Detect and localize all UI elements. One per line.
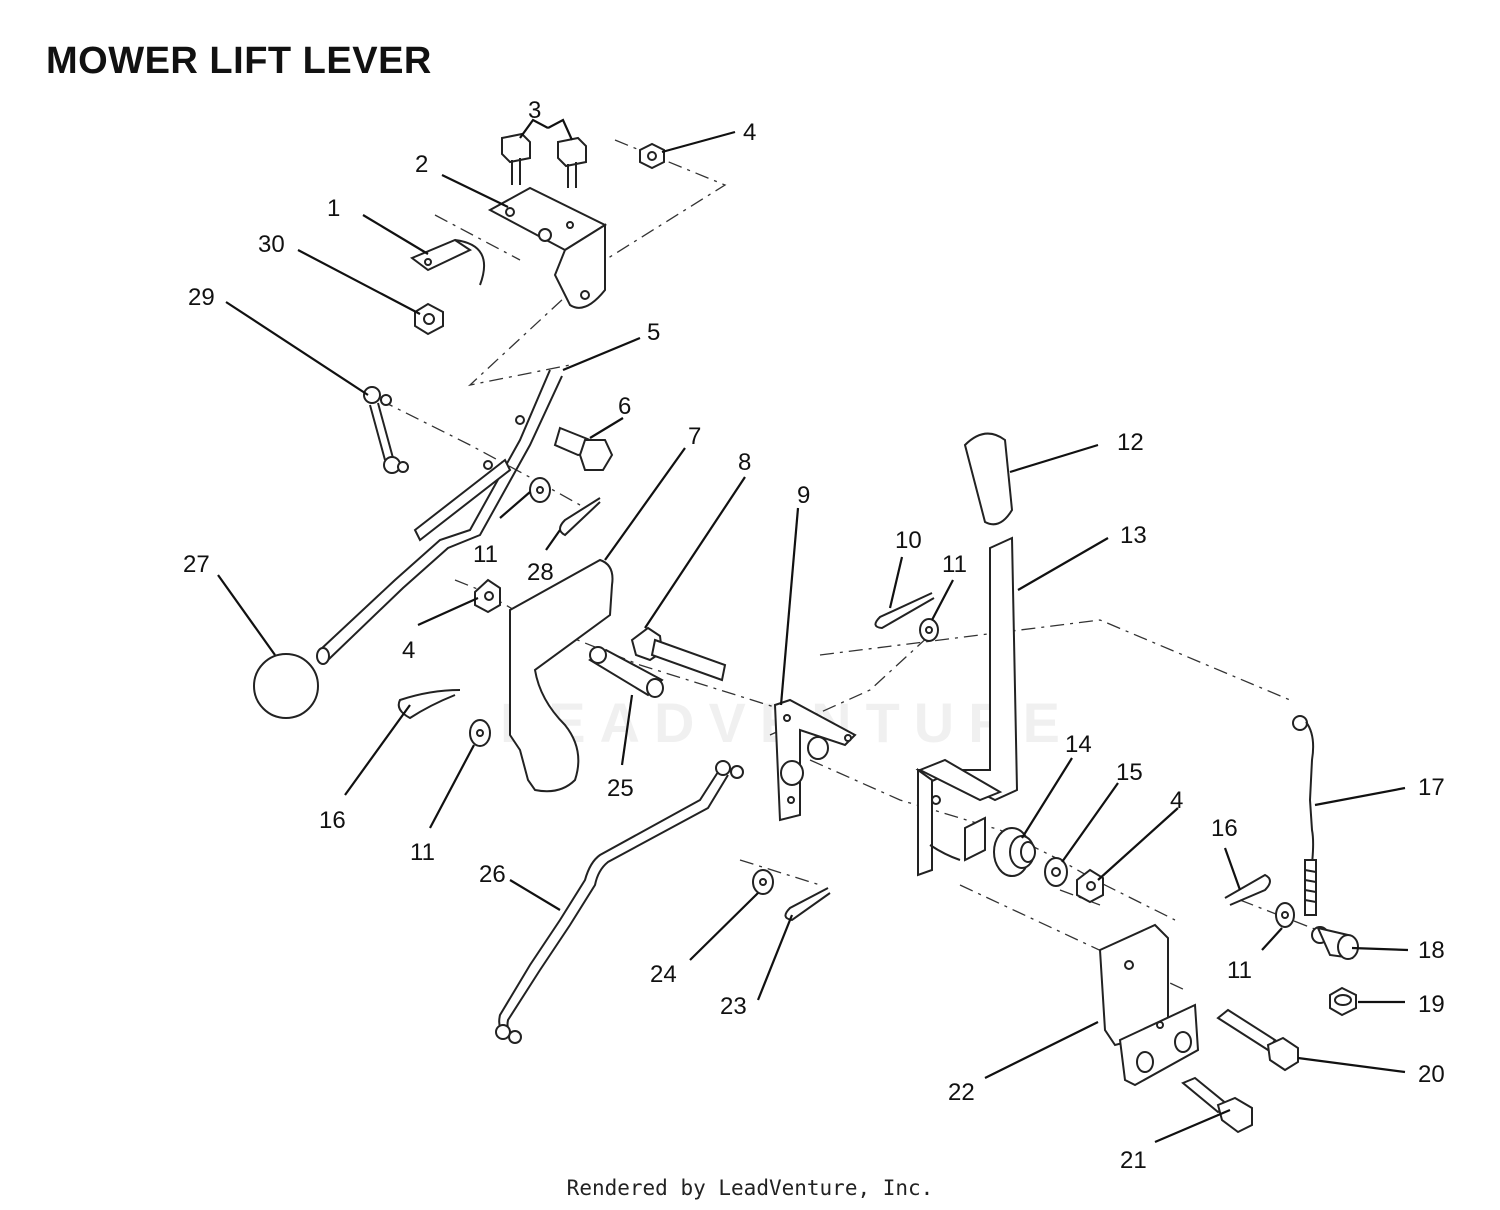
callout-9: 9 — [797, 482, 810, 509]
callout-4: 4 — [743, 119, 756, 146]
callout-17: 17 — [1418, 774, 1445, 801]
part-29-link — [363, 386, 409, 474]
callout-20: 20 — [1418, 1061, 1445, 1088]
callout-4-b: 4 — [402, 637, 415, 664]
callout-19: 19 — [1418, 991, 1445, 1018]
part-8-long-bolt — [630, 626, 727, 682]
part-1-clip — [410, 238, 485, 286]
callout-16-a: 16 — [319, 807, 346, 834]
callout-1: 1 — [327, 195, 340, 222]
part-9-plate — [773, 698, 857, 822]
callout-10: 10 — [895, 527, 922, 554]
part-4-nut-right — [1076, 868, 1104, 904]
callout-30: 30 — [258, 231, 285, 258]
callout-28: 28 — [527, 559, 554, 586]
callout-11-c: 11 — [942, 551, 967, 578]
part-27-ring — [253, 653, 319, 719]
part-26-rod — [495, 760, 744, 1044]
part-12-knob — [963, 432, 1014, 526]
part-2-bracket — [487, 186, 608, 309]
callout-3: 3 — [528, 97, 541, 124]
part-10-cotter-pin — [874, 592, 935, 630]
callout-11-b: 11 — [410, 839, 435, 866]
callout-2: 2 — [415, 151, 428, 178]
callout-26: 26 — [479, 861, 506, 888]
callout-4-c: 4 — [1170, 787, 1183, 814]
callout-16-b: 16 — [1211, 815, 1238, 842]
part-18-swivel — [1311, 926, 1359, 960]
callout-8: 8 — [738, 449, 751, 476]
callout-25: 25 — [607, 775, 634, 802]
callout-21: 21 — [1120, 1147, 1147, 1174]
part-23-cotter-pin — [784, 887, 831, 922]
part-13-lever — [915, 536, 1019, 877]
callout-6: 6 — [618, 393, 631, 420]
callout-12: 12 — [1117, 429, 1144, 456]
part-4-nut — [639, 142, 665, 170]
part-17-rod — [1292, 715, 1317, 916]
callout-22: 22 — [948, 1079, 975, 1106]
part-6-bolt — [553, 426, 614, 471]
part-7-plate — [509, 558, 614, 793]
part-22-bracket — [1098, 923, 1200, 1087]
part-20-bolt — [1216, 1008, 1299, 1072]
callout-11-a: 11 — [473, 541, 498, 568]
callout-14: 14 — [1065, 731, 1092, 758]
part-21-bolt — [1181, 1076, 1253, 1134]
part-16-hairpin-left — [397, 689, 461, 720]
callout-29: 29 — [188, 284, 215, 311]
part-15-washer — [1044, 857, 1068, 887]
callout-27: 27 — [183, 551, 210, 578]
part-4-nut-left — [474, 578, 501, 614]
part-19-nut — [1329, 986, 1357, 1017]
callout-11-d: 11 — [1227, 957, 1252, 984]
part-25-sleeve — [588, 646, 664, 698]
part-30-lock-nut — [414, 302, 444, 336]
callout-24: 24 — [650, 961, 677, 988]
footer-credit: Rendered by LeadVenture, Inc. — [566, 1176, 934, 1200]
callout-7: 7 — [688, 423, 701, 450]
part-28-cotter-pin — [559, 497, 601, 537]
callout-15: 15 — [1116, 759, 1143, 786]
part-14-bushing — [993, 827, 1036, 877]
assembly-guide-lines — [379, 139, 1331, 991]
callout-18: 18 — [1418, 937, 1445, 964]
diagram-title: MOWER LIFT LEVER — [46, 40, 432, 82]
callout-numbers: 1 2 3 4 30 29 5 6 7 8 9 10 11 11 11 11 1… — [183, 97, 1445, 1174]
callout-5: 5 — [647, 319, 660, 346]
leader-lines — [217, 118, 1409, 1144]
callout-13: 13 — [1120, 522, 1147, 549]
part-11-washers — [469, 477, 1295, 928]
part-5-lift-rod — [316, 369, 563, 665]
part-16-hairpin-right — [1224, 873, 1271, 906]
part-3-bolts — [501, 132, 587, 188]
callout-23: 23 — [720, 993, 747, 1020]
